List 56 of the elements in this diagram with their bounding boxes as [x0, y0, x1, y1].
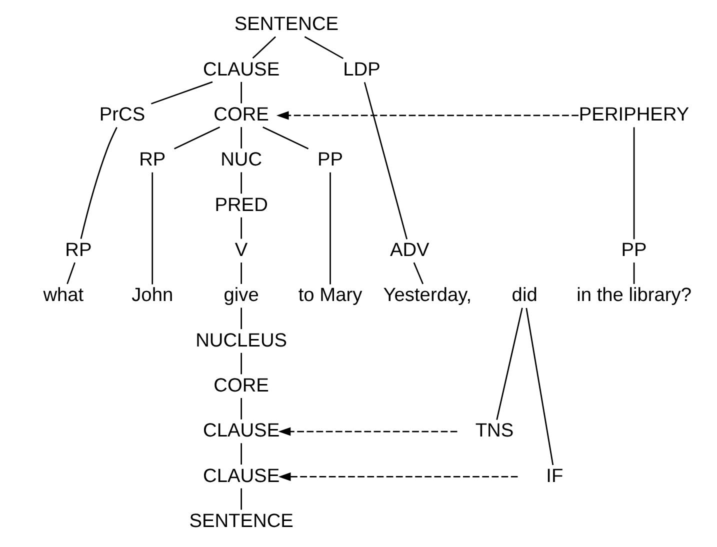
arrow — [278, 472, 518, 482]
node-text: RP — [138, 150, 166, 171]
connector — [632, 127, 634, 240]
connector — [150, 81, 212, 104]
connector — [240, 398, 242, 420]
node-text: to Mary — [298, 285, 362, 306]
arrow — [276, 111, 578, 120]
node-text: RP — [64, 240, 92, 261]
node-text: SENTENCE — [234, 14, 338, 36]
connector — [66, 262, 75, 284]
node-text: PRED — [214, 194, 268, 216]
node-text: give — [223, 285, 258, 306]
node-text: SENTENCE — [188, 510, 293, 532]
connector — [240, 217, 242, 239]
connector — [496, 308, 522, 420]
node-text: did — [511, 285, 537, 306]
connector — [240, 172, 242, 194]
connector — [240, 262, 242, 284]
connector — [240, 82, 242, 104]
arrow — [278, 427, 457, 436]
connector — [240, 352, 242, 374]
node-text: PrCS — [98, 104, 145, 126]
connector — [240, 443, 242, 465]
node-text: PP — [316, 150, 343, 171]
node-text: what — [42, 285, 84, 306]
node-text: CORE — [213, 375, 268, 396]
connector — [304, 36, 343, 60]
node-text: PP — [620, 240, 646, 261]
node-text: Yesterday, — [382, 285, 472, 306]
node-text: LDP — [342, 59, 380, 80]
node-text: PERIPHERY — [578, 104, 689, 126]
connector — [240, 488, 242, 510]
connector — [525, 308, 554, 466]
connector — [412, 262, 424, 284]
node-text: CLAUSE — [202, 59, 280, 80]
node-text: in the library? — [576, 285, 692, 306]
node-text: CLAUSE — [202, 420, 280, 442]
node-text: NUCLEUS — [195, 330, 287, 352]
connector — [240, 308, 242, 330]
node-text: ADV — [389, 240, 429, 261]
connector — [363, 82, 408, 240]
node-text: V — [234, 240, 248, 261]
connector — [151, 172, 153, 284]
connector — [252, 36, 276, 59]
node-text: IF — [546, 466, 563, 487]
connector — [329, 172, 330, 284]
node-text: NUC — [220, 150, 262, 171]
node-text: CLAUSE — [202, 466, 280, 487]
connector — [632, 262, 634, 284]
node-text: CORE — [213, 104, 268, 126]
node-text: John — [131, 285, 173, 306]
connector — [80, 127, 117, 239]
node-text: TNS — [474, 420, 514, 442]
connector — [240, 127, 242, 148]
connector — [174, 126, 220, 150]
connector — [262, 126, 308, 150]
